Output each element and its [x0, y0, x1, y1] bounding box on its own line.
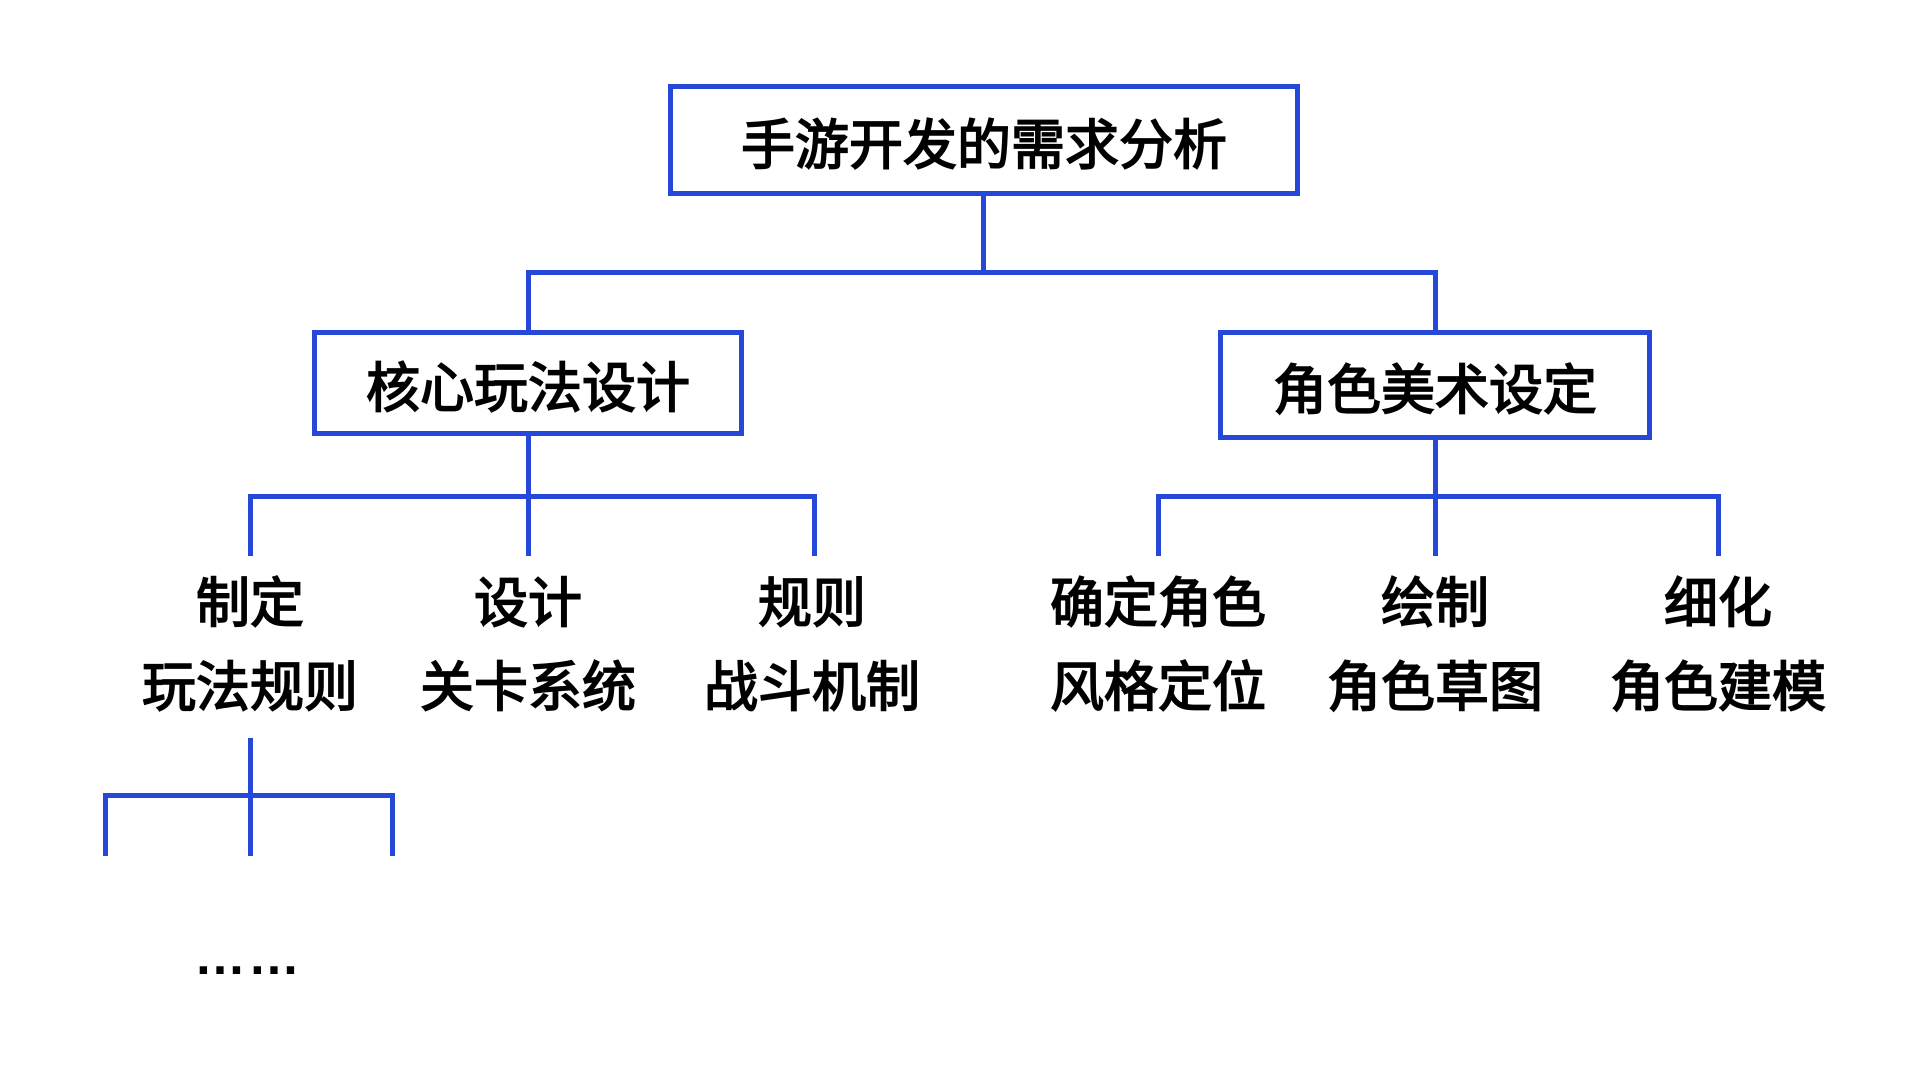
root-node-box: 手游开发的需求分析 — [668, 84, 1300, 196]
connector-right-leaves-horizontal — [1156, 494, 1721, 499]
connector-left-leaves-horizontal — [248, 494, 817, 499]
leaf-node-define-gameplay-rules: 制定 玩法规则 — [90, 562, 410, 730]
subtree-ellipsis-label: …… — [194, 928, 302, 986]
connector-subtree-drop-right — [390, 793, 395, 856]
leaf-label-line1: 确定角色 — [1050, 574, 1266, 634]
leaf-node-design-level-system: 设计 关卡系统 — [368, 562, 688, 730]
connector-subtree-horizontal — [103, 793, 395, 798]
leaf-label-line1: 规则 — [758, 574, 866, 634]
connector-left-leaf3-drop — [812, 494, 817, 556]
connector-right-leaf1-drop — [1156, 494, 1161, 556]
leaf-label-line1: 设计 — [474, 574, 582, 634]
branch-node-label-character-art: 角色美术设定 — [1273, 360, 1597, 421]
connector-left-leaf1-drop — [248, 494, 253, 556]
connector-subtree-drop-left — [103, 793, 108, 856]
leaf-label-line2: 角色草图 — [1327, 658, 1543, 718]
leaf-label-line1: 细化 — [1664, 574, 1772, 634]
leaf-label-line1: 绘制 — [1381, 574, 1489, 634]
leaf-node-character-style-positioning: 确定角色 风格定位 — [998, 562, 1318, 730]
connector-level2-drop-left — [526, 270, 531, 330]
branch-node-box-core-gameplay: 核心玩法设计 — [312, 330, 744, 436]
leaf-label-line2: 玩法规则 — [142, 658, 358, 718]
root-node-label: 手游开发的需求分析 — [741, 115, 1227, 176]
connector-right-leaf2-drop — [1433, 494, 1438, 556]
connector-right-branch-stem — [1433, 440, 1438, 494]
leaf-node-refine-character-modeling: 细化 角色建模 — [1558, 562, 1878, 730]
branch-node-label-core-gameplay: 核心玩法设计 — [366, 358, 690, 419]
branch-node-box-character-art: 角色美术设定 — [1218, 330, 1652, 440]
leaf-node-draw-character-sketch: 绘制 角色草图 — [1275, 562, 1595, 730]
leaf-label-line2: 风格定位 — [1050, 658, 1266, 718]
leaf-label-line2: 关卡系统 — [420, 658, 636, 718]
connector-left-leaf2-drop — [526, 494, 531, 556]
leaf-label-line2: 战斗机制 — [704, 658, 920, 718]
leaf-label-line1: 制定 — [196, 574, 304, 634]
connector-root-stem — [981, 196, 986, 275]
leaf-node-rules-combat-mechanism: 规则 战斗机制 — [652, 562, 972, 730]
connector-level2-horizontal — [526, 270, 1438, 275]
connector-right-leaf3-drop — [1716, 494, 1721, 556]
connector-left-branch-stem — [526, 436, 531, 494]
leaf-label-line2: 角色建模 — [1610, 658, 1826, 718]
connector-level2-drop-right — [1433, 270, 1438, 330]
